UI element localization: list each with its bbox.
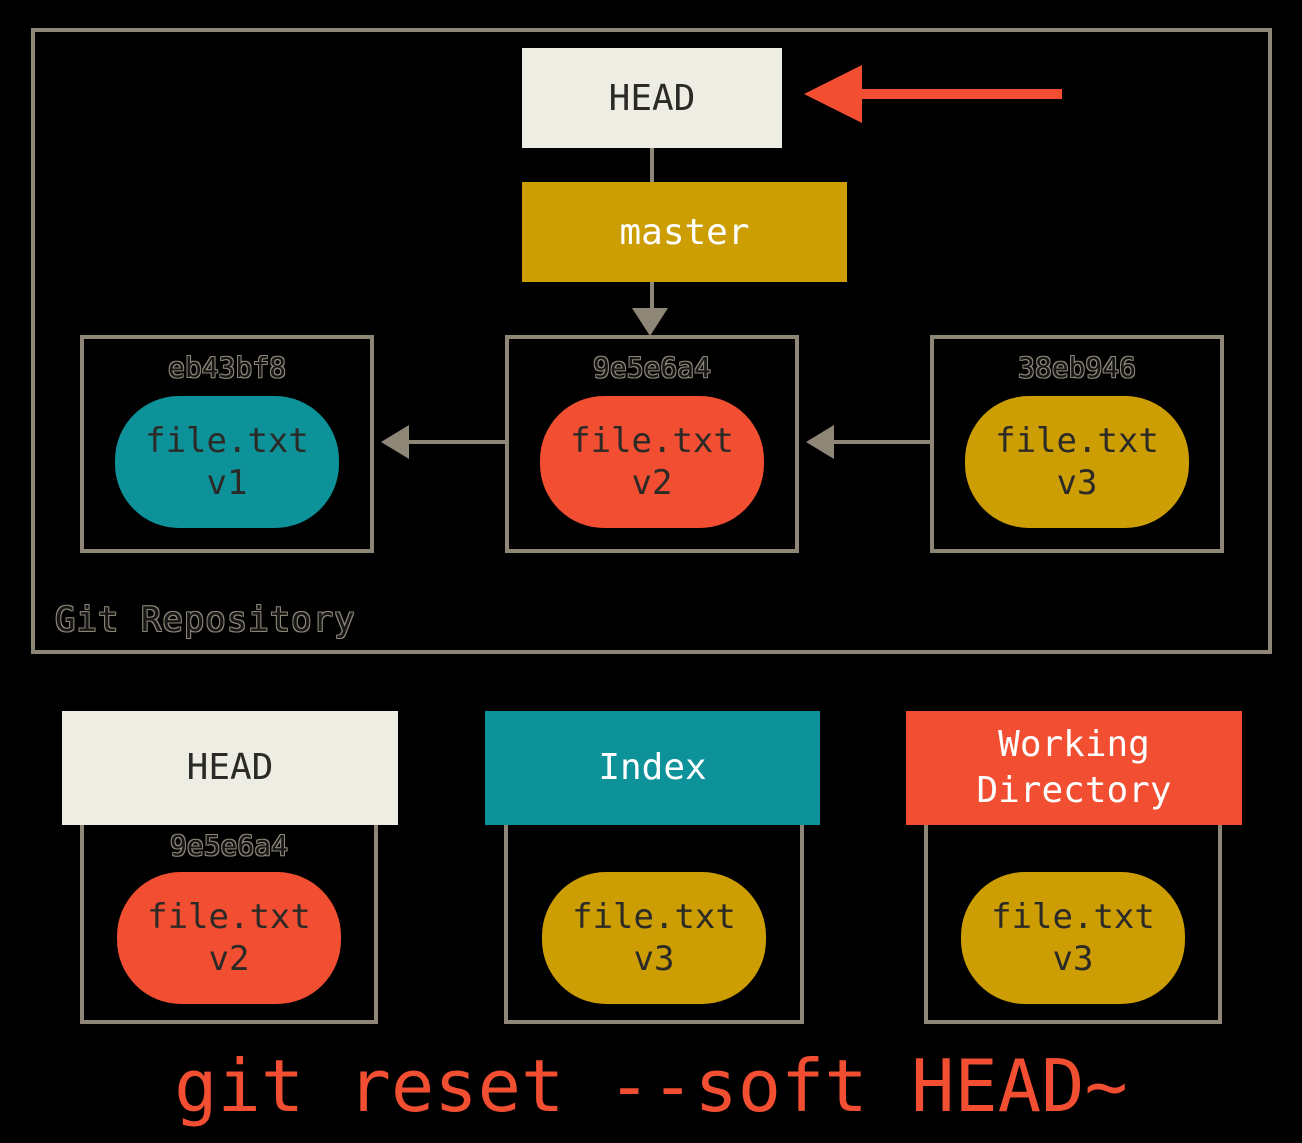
area-title: Index xyxy=(598,747,707,788)
area-title: HEAD xyxy=(186,747,274,788)
file-name: file.txt xyxy=(991,897,1155,937)
file-name: file.txt xyxy=(570,421,734,461)
file-blob-v1: file.txt v1 xyxy=(115,396,339,528)
file-version: v3 xyxy=(1056,463,1098,503)
file-name: file.txt xyxy=(995,421,1159,461)
head-ref-box: HEAD xyxy=(522,48,782,148)
file-version: v2 xyxy=(208,939,250,979)
branch-to-commit-arrowhead-icon xyxy=(632,308,668,336)
area-title: Working Directory xyxy=(976,724,1172,811)
area-header-working-directory: Working Directory xyxy=(906,711,1242,825)
commit-hash: 9e5e6a4 xyxy=(592,351,711,384)
commit-parent-arrow-shaft xyxy=(830,440,930,444)
file-version: v2 xyxy=(631,463,673,503)
area-commit-hash: 9e5e6a4 xyxy=(169,829,288,862)
file-version: v3 xyxy=(1052,939,1094,979)
file-version: v3 xyxy=(633,939,675,979)
commit-box-eb43bf8: eb43bf8 file.txt v1 xyxy=(80,335,374,553)
file-blob-v3: file.txt v3 xyxy=(965,396,1189,528)
branch-box: master xyxy=(522,182,847,282)
area-header-index: Index xyxy=(485,711,820,825)
index-area-file-blob: file.txt v3 xyxy=(542,872,766,1004)
head-pointer-arrow-shaft xyxy=(856,89,1062,99)
head-pointer-arrowhead-icon xyxy=(804,65,862,123)
head-to-branch-connector xyxy=(650,148,654,184)
file-version: v1 xyxy=(206,463,248,503)
area-header-head: HEAD xyxy=(62,711,398,825)
file-blob-v2: file.txt v2 xyxy=(540,396,764,528)
head-area-file-blob: file.txt v2 xyxy=(117,872,341,1004)
head-ref-label: HEAD xyxy=(608,77,696,119)
working-directory-file-blob: file.txt v3 xyxy=(961,872,1185,1004)
file-name: file.txt xyxy=(147,897,311,937)
commit-parent-arrowhead-icon xyxy=(381,425,409,459)
file-name: file.txt xyxy=(145,421,309,461)
commit-box-38eb946: 38eb946 file.txt v3 xyxy=(930,335,1224,553)
commit-box-9e5e6a4: 9e5e6a4 file.txt v2 xyxy=(505,335,799,553)
commit-parent-arrowhead-icon xyxy=(806,425,834,459)
file-name: file.txt xyxy=(572,897,736,937)
commit-hash: eb43bf8 xyxy=(167,351,286,384)
branch-to-commit-connector xyxy=(650,282,654,310)
commit-hash: 38eb946 xyxy=(1017,351,1136,384)
git-repository-label: Git Repository xyxy=(55,600,356,640)
command-caption: git reset --soft HEAD~ xyxy=(174,1044,1128,1128)
branch-label: master xyxy=(619,211,750,253)
git-repository-box: Git Repository xyxy=(31,28,1272,654)
commit-parent-arrow-shaft xyxy=(405,440,505,444)
